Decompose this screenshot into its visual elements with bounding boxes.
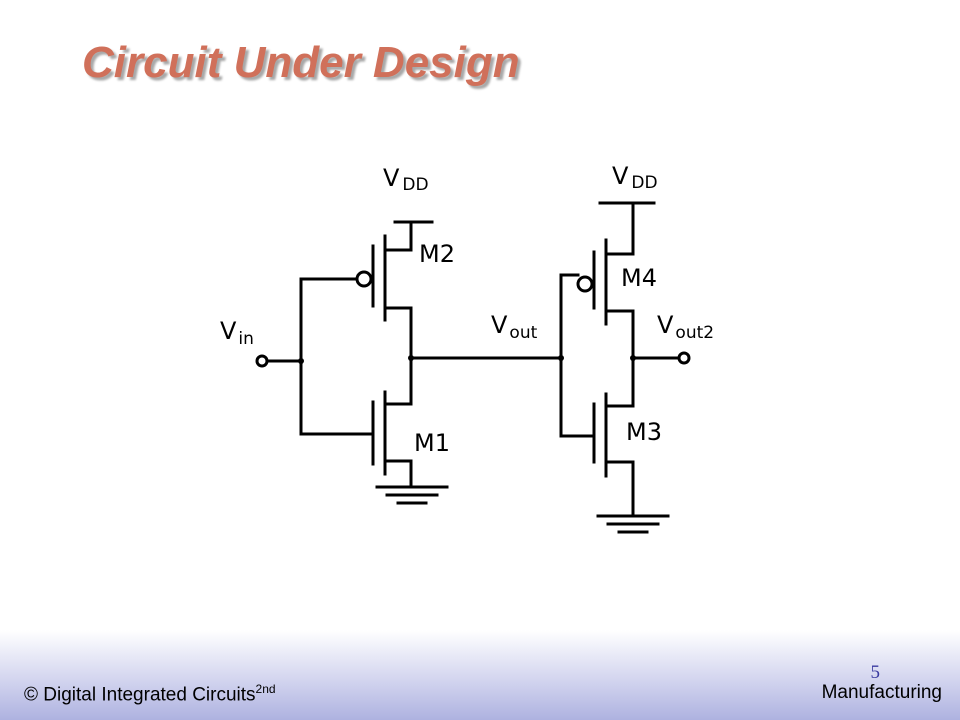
slide-footer: 5 © Digital Integrated Circuits2nd Manuf… (0, 630, 960, 720)
ground-2 (596, 514, 670, 534)
footer-edition-sup: 2nd (255, 682, 276, 696)
footer-course-text: © Digital Integrated Circuits (24, 684, 256, 706)
m3-label: M3 (626, 418, 662, 446)
m1-label: M1 (414, 429, 450, 457)
pmos-m2 (371, 234, 413, 360)
footer-course-title: © Digital Integrated Circuits2nd (24, 682, 276, 706)
vin-terminal (255, 354, 269, 368)
nmos-m1 (371, 356, 413, 489)
pmos-m4 (592, 238, 635, 360)
second-gate-wiring (559, 273, 596, 438)
m4-label: M4 (621, 264, 657, 292)
footer-chapter: Manufacturing (821, 682, 942, 703)
vdd-rail-2 (598, 201, 656, 256)
nmos-m3 (592, 356, 635, 518)
vout2-terminal (677, 351, 691, 365)
m2-label: M2 (419, 240, 455, 268)
vin-junction (298, 358, 304, 364)
vdd-rail-1 (393, 220, 434, 252)
pmos-m4-gate-bubble (576, 275, 594, 293)
page-number: 5 (870, 662, 881, 683)
pmos-m2-gate-bubble (355, 270, 373, 288)
ground-1 (375, 485, 449, 505)
vout2-junction (630, 355, 636, 361)
input-gate-wiring (266, 277, 375, 436)
slide-title: Circuit Under Design (82, 38, 520, 87)
vout-junction-left (408, 355, 414, 361)
